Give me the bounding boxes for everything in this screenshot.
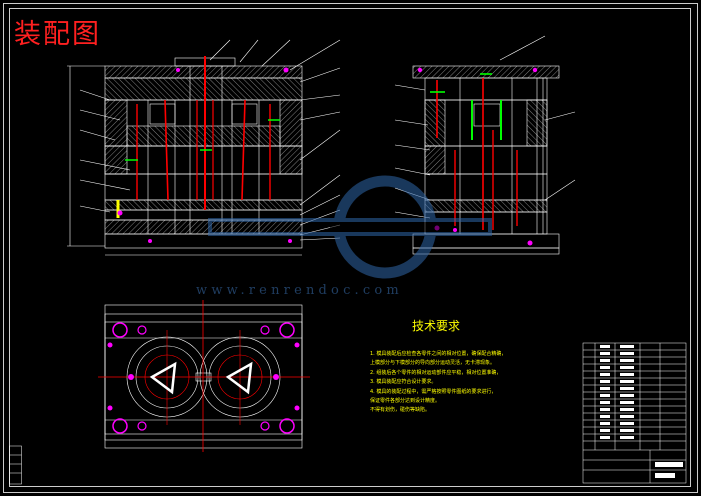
plan-view-accents xyxy=(98,300,310,452)
revision-strip xyxy=(9,445,22,485)
drawing-title: 装配图 xyxy=(14,19,101,50)
title-block-fills xyxy=(600,345,683,478)
technical-requirements-notes: 1. 模具装配后应检查各零件之间的相对位置，确保配合精确， 上模部分与下模部分的… xyxy=(370,350,555,416)
watermark-url: www.renrendoc.com xyxy=(196,283,403,298)
watermark-emblem xyxy=(208,175,492,279)
note-line: 2. 组装后各个零件的相对运动部件应平稳，相对位置准确， xyxy=(370,369,502,376)
note-line: 1. 模具装配后应检查各零件之间的相对位置，确保配合精确， xyxy=(370,351,507,357)
technical-requirements-heading: 技术要求 xyxy=(412,319,461,333)
front-view-accents xyxy=(116,56,292,243)
plan-view xyxy=(104,304,303,449)
note-line: 不得有划伤，碰伤等缺陷。 xyxy=(370,407,431,414)
side-section-view xyxy=(394,35,576,255)
outer-border xyxy=(3,3,698,493)
note-line: 保证零件各部分达到设计精度。 xyxy=(370,398,441,405)
inner-border xyxy=(9,8,691,487)
front-section-view xyxy=(67,39,341,256)
note-line: 上模部分与下模部分的导向部分运动灵活，无卡滞现象。 xyxy=(370,360,496,367)
side-view-accents xyxy=(417,67,538,246)
title-block-table xyxy=(582,342,687,484)
note-line: 3. 模具装配应符合设计要求。 xyxy=(370,379,437,386)
note-line: 4. 模具的装配过程中，需严格按照零件图纸的要求进行， xyxy=(370,388,497,395)
